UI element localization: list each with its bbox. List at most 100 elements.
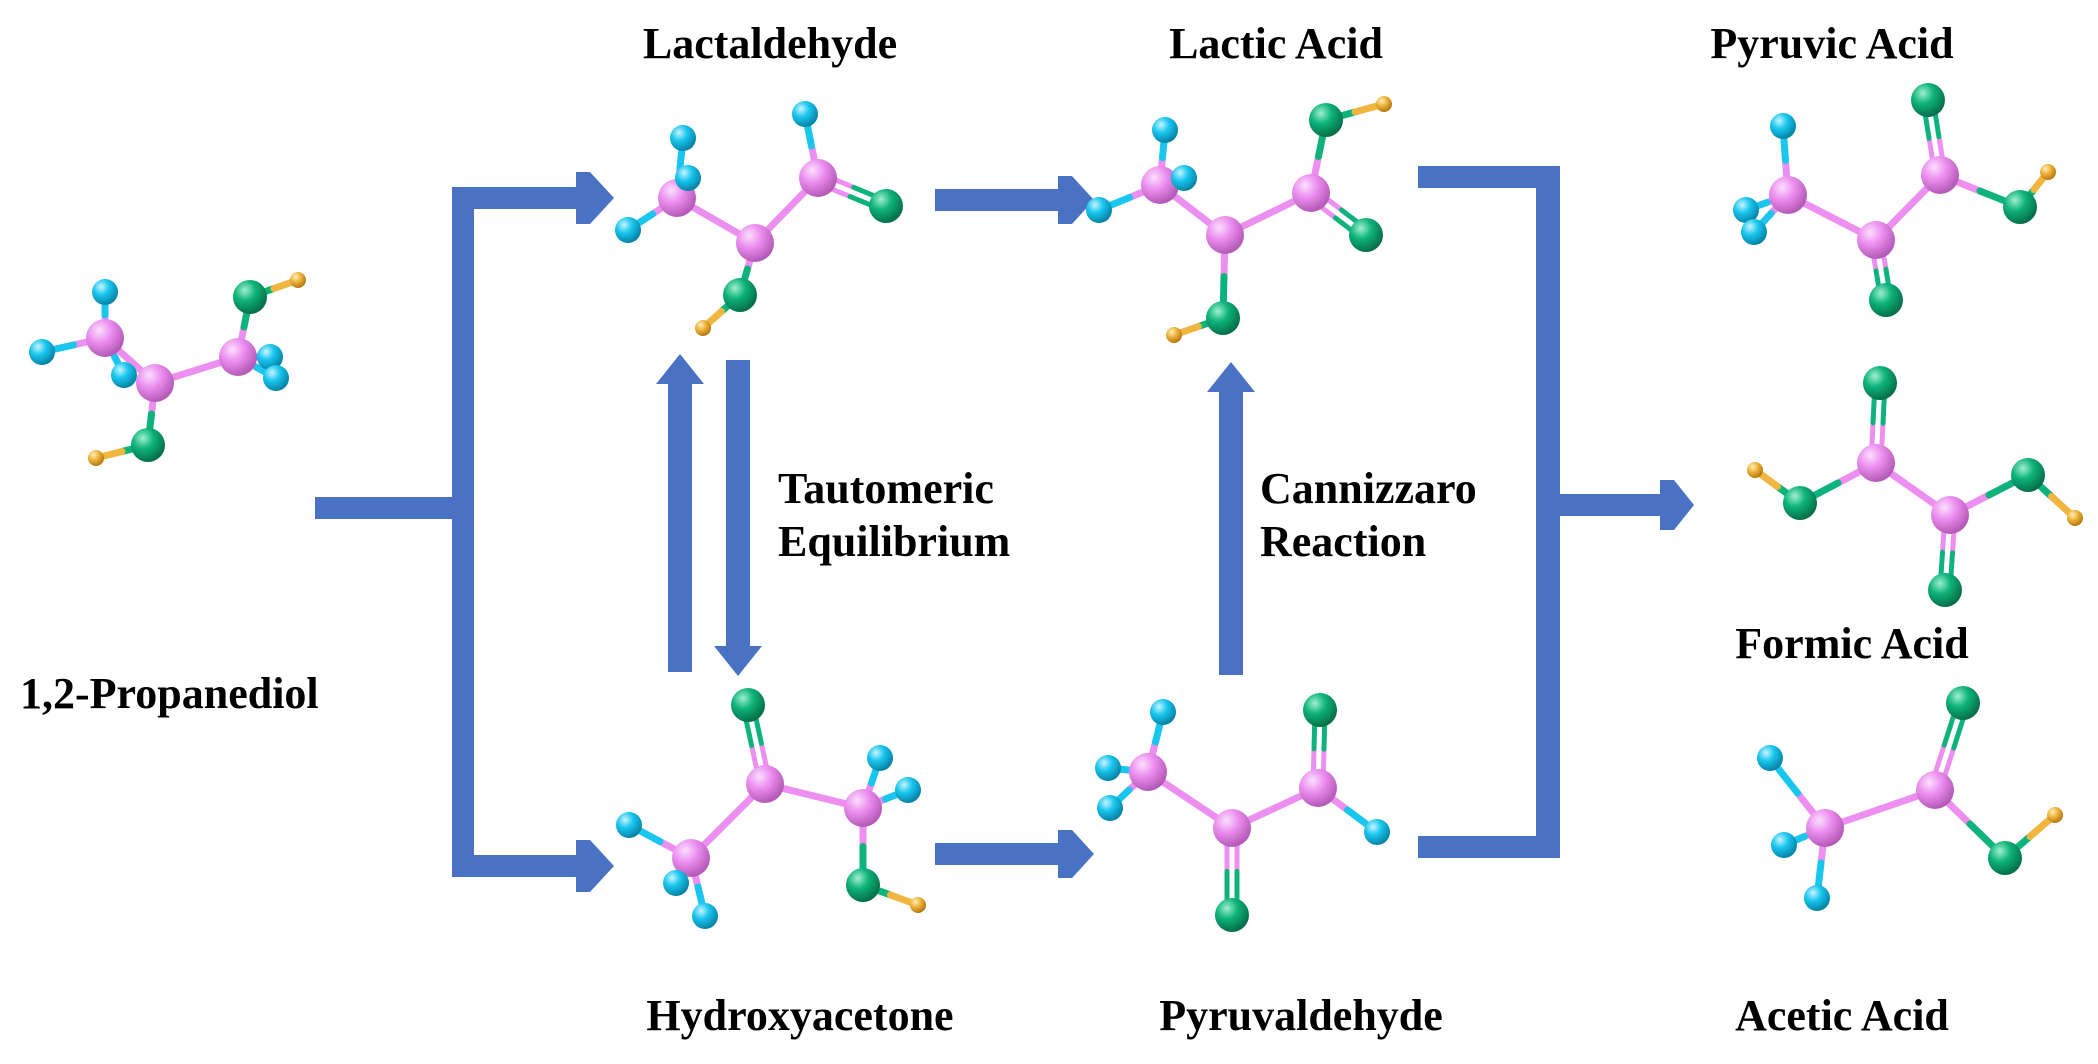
oxygen-atom xyxy=(1303,693,1337,727)
hydrogen-atom xyxy=(1771,832,1797,858)
hydrogen-atom xyxy=(675,165,701,191)
hydroxyl-hydrogen-atom xyxy=(910,897,926,913)
carbon-atom xyxy=(1857,221,1895,259)
molecules-layer xyxy=(29,83,2083,932)
arrow-to-lactaldehyde-head xyxy=(576,172,614,224)
left-bracket-vertical xyxy=(452,187,474,877)
note-tautomeric-line2: Equilibrium xyxy=(778,516,1011,566)
molecule-propanediol xyxy=(29,272,306,466)
hydrogen-atom xyxy=(29,339,55,365)
tautomer-down-arrow-shaft xyxy=(726,360,750,650)
arrow-to-hydroxyacetone-head xyxy=(576,840,614,892)
right-bracket-bottom xyxy=(1418,836,1560,858)
arrow-to-lactaldehyde-shaft xyxy=(452,187,580,209)
label-pyruvic-acid: Pyruvic Acid xyxy=(1710,19,1954,68)
hydrogen-atom xyxy=(615,217,641,243)
hydrogen-atom xyxy=(895,777,921,803)
hydroxyl-hydrogen-atom xyxy=(2047,807,2063,823)
hydrogen-atom xyxy=(1364,819,1390,845)
oxygen-atom xyxy=(723,278,757,312)
oxygen-atom xyxy=(1911,83,1945,117)
arrow-to-hydroxyacetone-shaft xyxy=(452,855,580,877)
atoms xyxy=(1095,693,1390,932)
hydrogen-atom xyxy=(1741,219,1767,245)
bonds xyxy=(1095,100,1388,339)
hydroxyl-hydrogen-atom xyxy=(2040,164,2056,180)
cannizzaro-arrow-head xyxy=(1207,362,1255,392)
hydrogen-atom xyxy=(1150,699,1176,725)
oxygen-atom xyxy=(1928,573,1962,607)
carbon-atom xyxy=(86,319,124,357)
hydrogen-atom xyxy=(692,903,718,929)
carbon-atom xyxy=(1213,809,1251,847)
carbon-atom xyxy=(1931,496,1969,534)
oxygen-atom xyxy=(1946,686,1980,720)
carbon-atom xyxy=(799,159,837,197)
hydrogen-atom xyxy=(1171,165,1197,191)
note-tautomeric-equilibrium: Tautomeric Equilibrium xyxy=(778,463,1010,569)
hydrogen-atom xyxy=(1757,745,1783,771)
output-arrow-head xyxy=(1660,480,1694,530)
molecule-hydroxyacetone xyxy=(616,688,926,929)
label-pyruvaldehyde: Pyruvaldehyde xyxy=(1159,991,1443,1040)
hydrogen-atom xyxy=(663,870,689,896)
oxygen-atom xyxy=(1309,103,1343,137)
molecule-pyruvaldehyde xyxy=(1095,693,1390,932)
atoms xyxy=(616,688,926,929)
atoms xyxy=(1757,686,2063,911)
bonds xyxy=(624,110,891,332)
hydroxyl-hydrogen-atom xyxy=(88,450,104,466)
molecule-oxalic-acid xyxy=(1747,366,2083,607)
carbon-atom xyxy=(1206,216,1244,254)
arrow-to-lactic-acid-shaft xyxy=(935,189,1063,211)
note-tautomeric-line1: Tautomeric xyxy=(778,464,994,513)
right-bracket-vertical xyxy=(1536,166,1560,858)
carbon-atom xyxy=(219,338,257,376)
note-cannizzaro-reaction: Cannizzaro Reaction xyxy=(1260,463,1477,569)
hydrogen-atom xyxy=(1804,885,1830,911)
hydroxyl-hydrogen-atom xyxy=(695,320,711,336)
hydroxyl-hydrogen-atom xyxy=(290,272,306,288)
carbon-atom xyxy=(1921,156,1959,194)
right-bracket-top xyxy=(1418,166,1558,188)
note-cannizzaro-line2: Reaction xyxy=(1260,516,1427,566)
label-lactaldehyde: Lactaldehyde xyxy=(642,19,898,68)
hydrogen-atom xyxy=(263,365,289,391)
carbon-atom xyxy=(1129,753,1167,791)
oxygen-atom xyxy=(131,428,165,462)
hydrogen-atom xyxy=(1733,197,1759,223)
oxygen-atom xyxy=(233,280,267,314)
feed-arrow-shaft xyxy=(315,497,457,519)
note-cannizzaro-line1: Cannizzaro xyxy=(1260,464,1477,513)
hydroxyl-hydrogen-atom xyxy=(2067,510,2083,526)
carbon-atom xyxy=(1769,176,1807,214)
hydrogen-atom xyxy=(1152,117,1178,143)
tautomer-up-arrow-shaft xyxy=(668,380,692,672)
hydrogen-atom xyxy=(257,344,283,370)
carbon-atom xyxy=(736,224,774,262)
molecule-pyruvic-acid xyxy=(1733,83,2056,317)
hydrogen-atom xyxy=(92,279,118,305)
carbon-atom xyxy=(1857,444,1895,482)
oxygen-atom xyxy=(1988,841,2022,875)
hydrogen-atom xyxy=(616,812,642,838)
hydrogen-atom xyxy=(792,101,818,127)
carbon-atom xyxy=(844,789,882,827)
hydrogen-atom xyxy=(1097,795,1123,821)
oxygen-atom xyxy=(1206,301,1240,335)
tautomer-up-arrow-head xyxy=(656,354,704,384)
label-acetic-acid: Acetic Acid xyxy=(1735,991,1949,1040)
label-hydroxyacetone: Hydroxyacetone xyxy=(646,991,954,1040)
arrow-to-pyruvaldehyde-shaft xyxy=(935,843,1063,865)
hydroxyl-hydrogen-atom xyxy=(1166,327,1182,343)
carbon-atom xyxy=(1806,809,1844,847)
atoms xyxy=(1086,96,1392,343)
oxygen-atom xyxy=(2003,190,2037,224)
tautomer-down-arrow-head xyxy=(714,646,762,676)
arrow-to-pyruvaldehyde-head xyxy=(1058,830,1094,878)
atoms xyxy=(1747,366,2083,607)
hydrogen-atom xyxy=(670,125,696,151)
oxygen-atom xyxy=(731,688,765,722)
